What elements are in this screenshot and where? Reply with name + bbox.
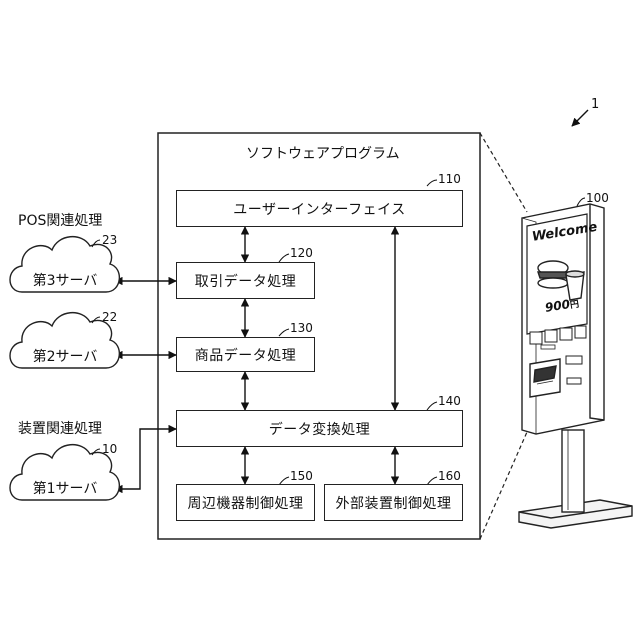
server3-ref: 23 <box>102 233 117 247</box>
leader-120 <box>279 254 289 262</box>
module-peripheral-control: 周辺機器制御処理 <box>176 484 315 521</box>
module-transaction-data: 取引データ処理 <box>176 262 315 299</box>
server1-label: 第1サーバ <box>22 478 108 498</box>
server2-ref: 22 <box>102 310 117 324</box>
figure-arrow <box>572 110 588 126</box>
module-ref-130: 130 <box>290 321 313 335</box>
module-data-conversion: データ変換処理 <box>176 410 463 447</box>
dash-bottom <box>480 432 527 539</box>
arrow-server1-140 <box>115 429 176 489</box>
module-ref-120: 120 <box>290 246 313 260</box>
software-program-title: ソフトウェアプログラム <box>246 143 400 163</box>
leader-140 <box>427 402 437 410</box>
leader-110 <box>427 180 437 186</box>
server3-label: 第3サーバ <box>22 270 108 290</box>
kiosk-ref-100: 100 <box>586 191 609 205</box>
leader-130 <box>279 329 289 336</box>
group-label-device: 装置関連処理 <box>18 418 102 438</box>
module-external-device-control: 外部装置制御処理 <box>324 484 463 521</box>
kiosk-illustration <box>519 204 632 528</box>
module-ref-140: 140 <box>438 394 461 408</box>
module-user-interface: ユーザーインターフェイス <box>176 190 463 227</box>
module-ref-150: 150 <box>290 469 313 483</box>
server1-ref: 10 <box>102 442 117 456</box>
server2-label: 第2サーバ <box>22 346 108 366</box>
module-ref-160: 160 <box>438 469 461 483</box>
module-ref-110: 110 <box>438 172 461 186</box>
group-label-pos: POS関連処理 <box>18 210 102 230</box>
dash-top <box>480 133 527 212</box>
kiosk-price-currency: 円 <box>569 300 579 311</box>
figure-number: 1 <box>591 97 599 112</box>
module-product-data: 商品データ処理 <box>176 337 315 372</box>
